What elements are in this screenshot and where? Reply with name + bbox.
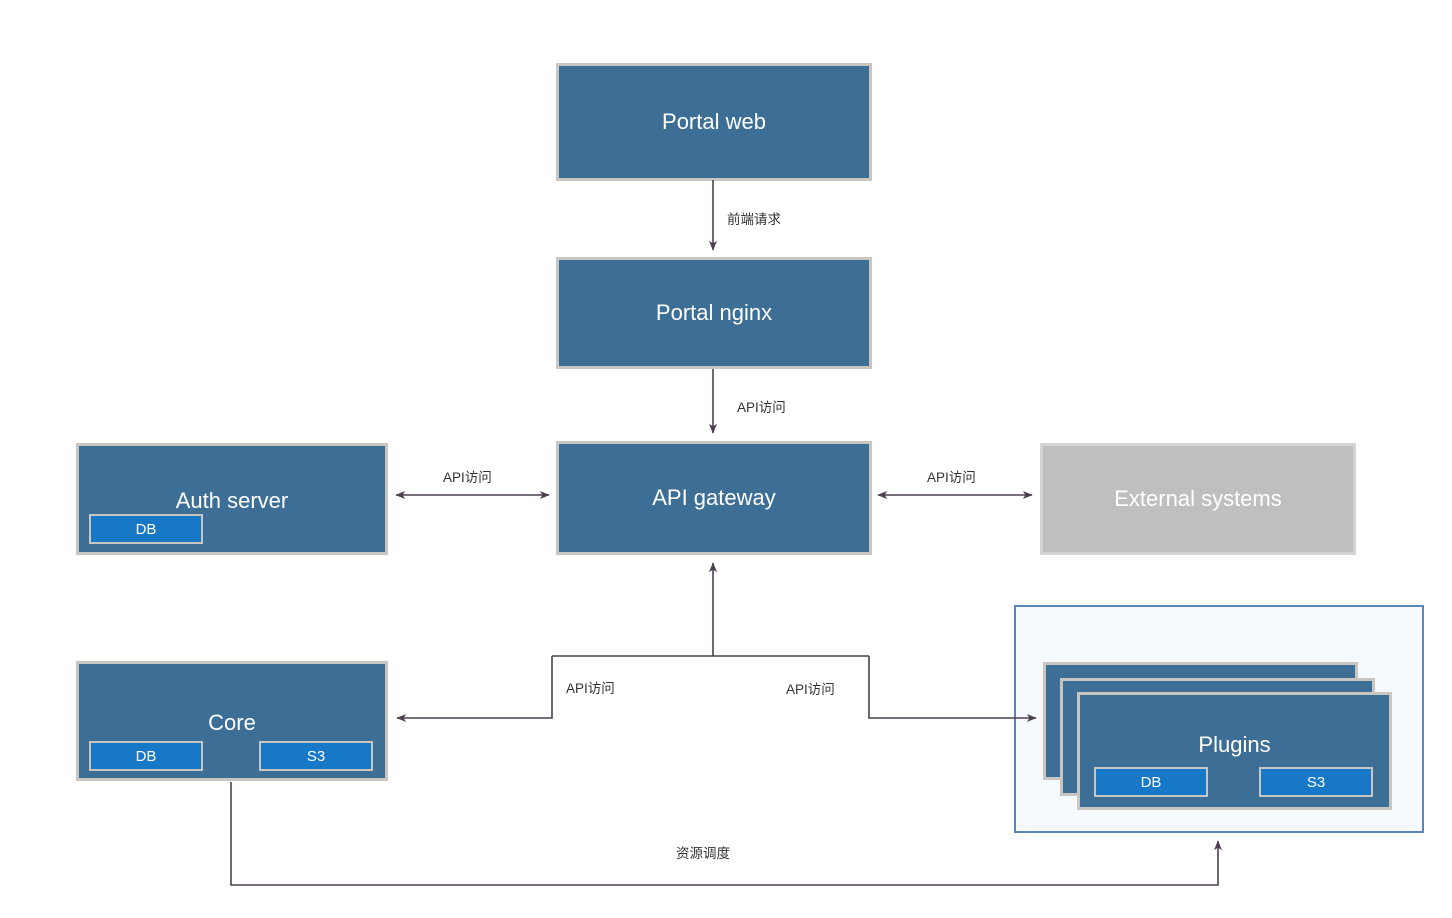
node-api-gateway[interactable]: API gateway <box>556 441 872 555</box>
node-portal-nginx-label: Portal nginx <box>655 299 773 325</box>
edge-label-gateway-to-external: API访问 <box>927 470 976 485</box>
core-store-s3-label: S3 <box>306 747 326 765</box>
auth-server-store-db-label: DB <box>135 520 157 538</box>
edge-label-core-to-plugins-scheduling: 资源调度 <box>676 846 730 861</box>
plugins-store-db[interactable]: DB <box>1094 767 1208 797</box>
edge-label-auth-to-gateway: API访问 <box>443 470 492 485</box>
node-portal-nginx[interactable]: Portal nginx <box>556 257 872 369</box>
node-core[interactable]: Core <box>76 661 388 781</box>
node-external-systems[interactable]: External systems <box>1040 443 1356 555</box>
node-api-gateway-label: API gateway <box>652 484 776 510</box>
node-plugins-label: Plugins <box>1198 732 1271 757</box>
core-store-s3[interactable]: S3 <box>259 741 373 771</box>
node-portal-web-label: Portal web <box>662 108 766 134</box>
plugins-store-s3-label: S3 <box>1306 773 1326 791</box>
edge-label-nginx-to-gateway: API访问 <box>737 400 786 415</box>
node-portal-web[interactable]: Portal web <box>556 63 872 181</box>
core-store-db-label: DB <box>135 747 157 765</box>
node-core-label: Core <box>208 710 256 735</box>
auth-server-store-db[interactable]: DB <box>89 514 203 544</box>
plugins-store-s3[interactable]: S3 <box>1259 767 1373 797</box>
edge-label-gateway-to-core: API访问 <box>566 681 615 696</box>
node-external-systems-label: External systems <box>1114 485 1282 511</box>
node-auth-server-label: Auth server <box>175 488 289 513</box>
edge-label-portal-web-to-nginx: 前端请求 <box>727 212 781 227</box>
edge-label-gateway-to-plugins: API访问 <box>786 682 835 697</box>
edge-gateway-branch-bus <box>396 562 1037 722</box>
core-store-db[interactable]: DB <box>89 741 203 771</box>
plugins-store-db-label: DB <box>1140 773 1162 791</box>
